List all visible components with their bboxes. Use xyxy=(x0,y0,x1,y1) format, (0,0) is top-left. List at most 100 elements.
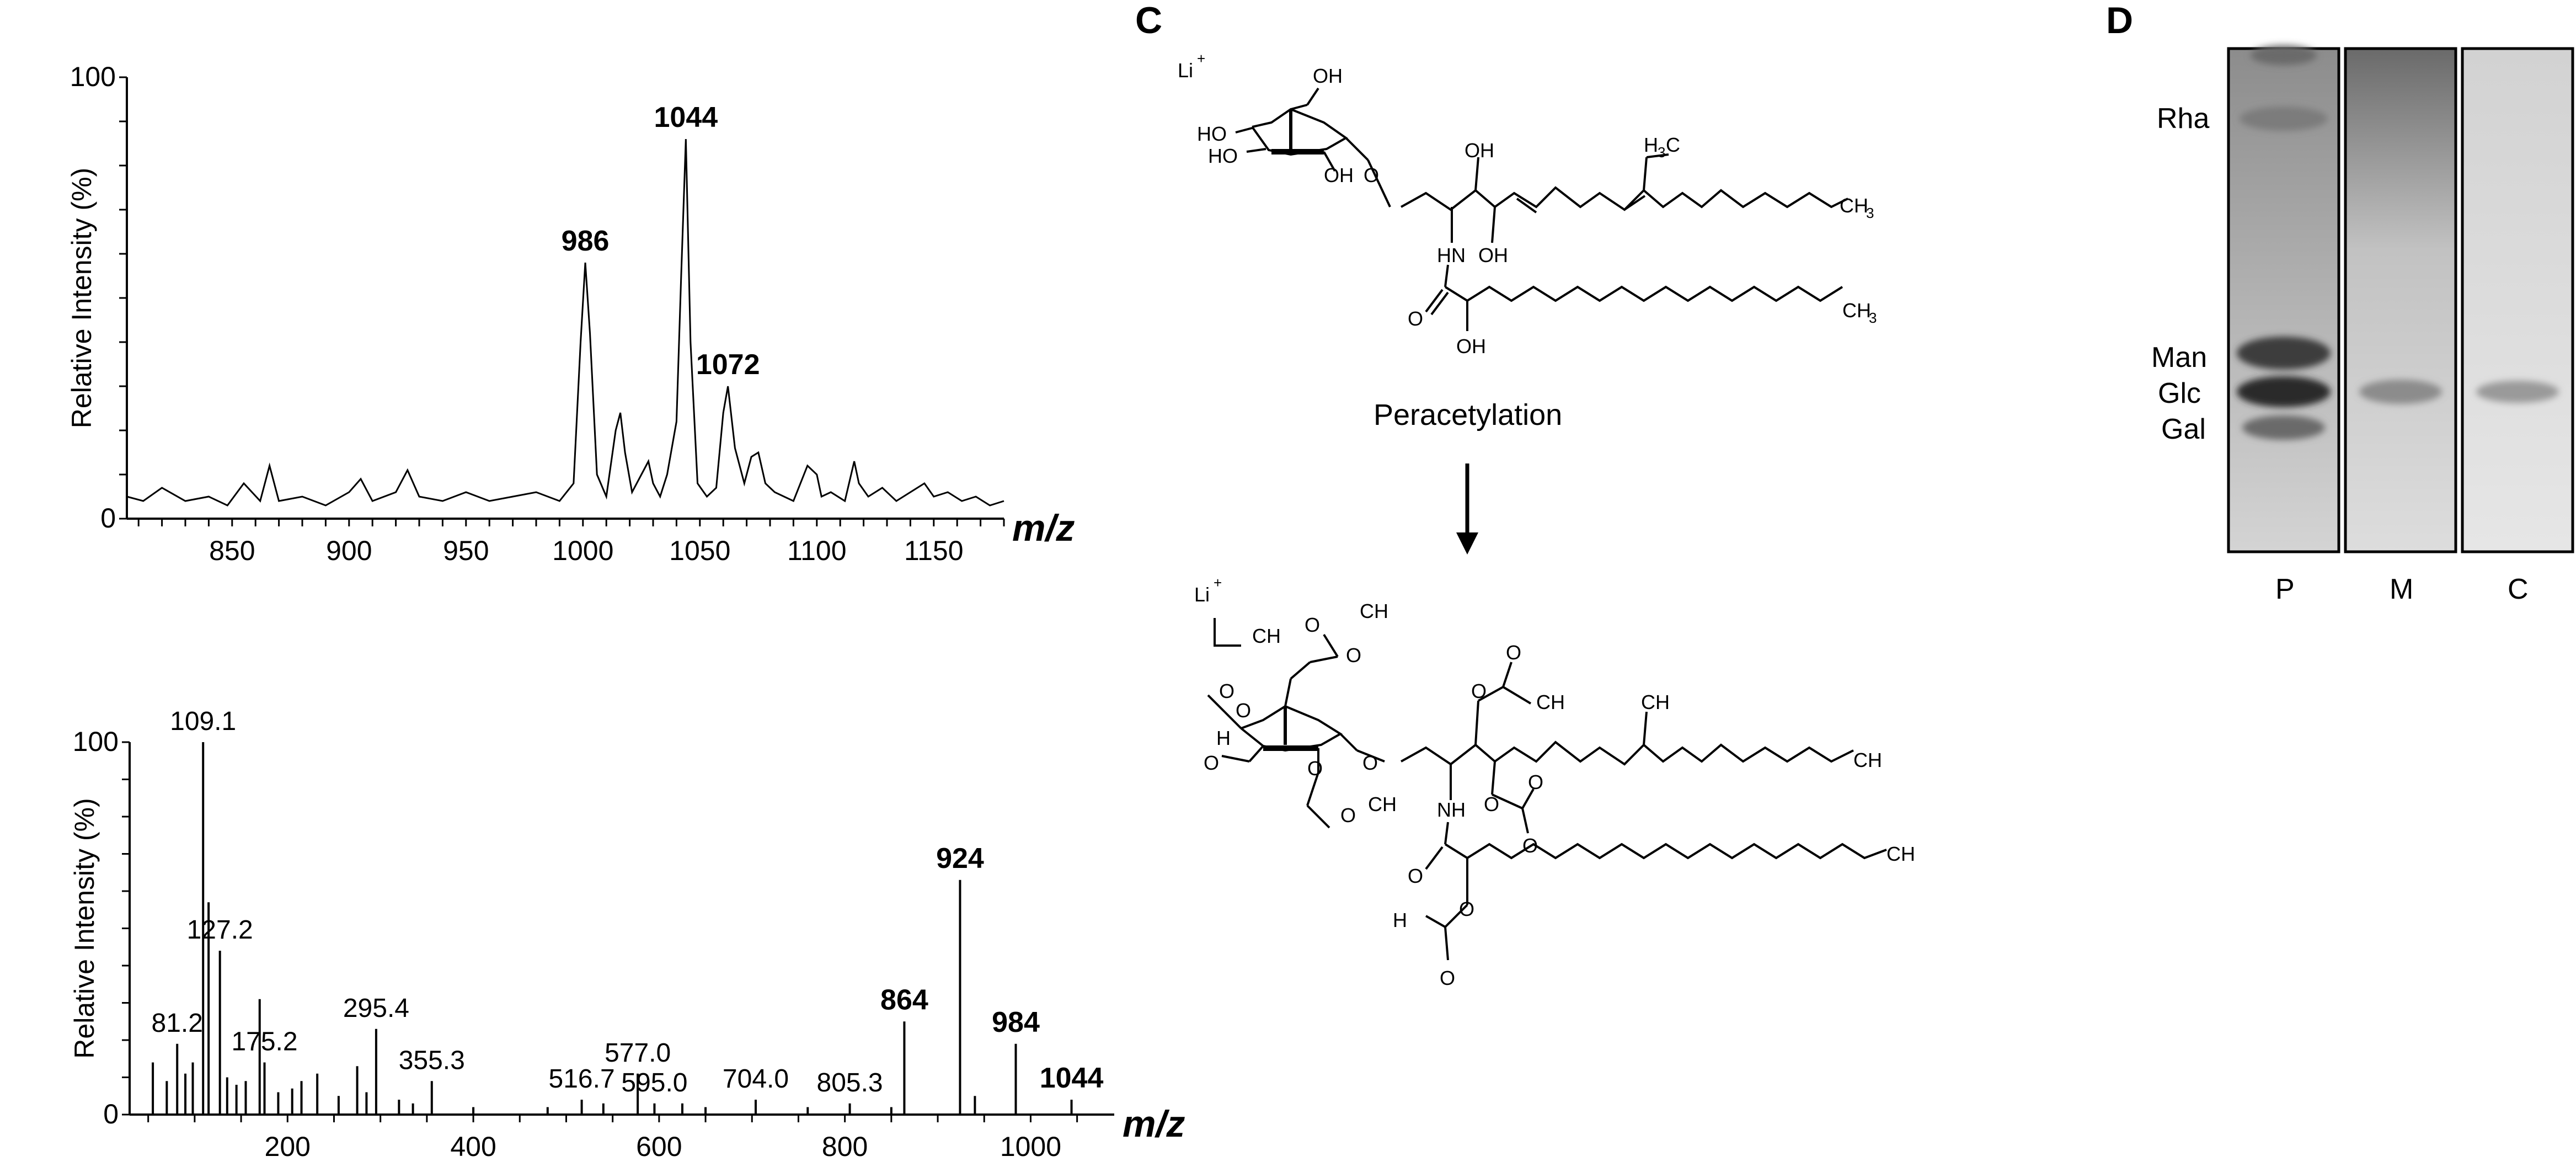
bottom-structure-labels: Li + O O O O O O O NH O O O O O O O O O … xyxy=(1194,574,1915,989)
peak-label: 805.3 xyxy=(817,1068,883,1097)
svg-text:O: O xyxy=(1522,834,1538,857)
svg-text:O: O xyxy=(1236,699,1251,722)
x-tick-label: 1100 xyxy=(787,535,847,566)
y-tick-label: 0 xyxy=(103,1099,119,1129)
svg-text:Li: Li xyxy=(1194,583,1210,606)
peak-label: 1044 xyxy=(654,102,718,134)
svg-text:OH: OH xyxy=(1456,335,1486,358)
tlc-lane-label-c: C xyxy=(2508,573,2529,605)
panel-d-letter: D xyxy=(2106,0,2133,41)
svg-text:O: O xyxy=(1362,752,1378,774)
svg-text:O: O xyxy=(1307,757,1323,780)
peak-label: 984 xyxy=(992,1006,1040,1038)
svg-text:O: O xyxy=(1408,307,1423,330)
peak-label: 516.7 xyxy=(549,1064,615,1094)
peak-label: 924 xyxy=(936,843,984,875)
x-tick-label: 1050 xyxy=(669,535,730,566)
svg-text:OH: OH xyxy=(1465,139,1494,162)
svg-text:CH: CH xyxy=(1368,793,1397,816)
tlc-spots xyxy=(2237,45,2559,440)
svg-text:3: 3 xyxy=(1869,310,1877,326)
x-tick-label: 1150 xyxy=(904,535,964,566)
svg-text:NH: NH xyxy=(1437,798,1466,821)
svg-text:H: H xyxy=(1216,727,1231,749)
x-tick-label: 1000 xyxy=(1000,1131,1061,1162)
svg-text:O: O xyxy=(1484,793,1499,816)
svg-text:3: 3 xyxy=(1658,144,1665,161)
y-tick-label: 100 xyxy=(73,726,119,757)
glucosylceramide-structure xyxy=(1235,87,1848,331)
tlc-lane-label-p: P xyxy=(2275,573,2295,605)
panel-c-structures: C Li + OH HO HO OH O xyxy=(1135,0,1915,989)
svg-text:H: H xyxy=(1393,909,1407,931)
panel-d-tlc: D Rha Man Glc Gal P M C xyxy=(2106,0,2574,605)
y-axis-label: Relative Intensity (%) xyxy=(69,798,100,1058)
peak-label: 127.2 xyxy=(187,915,253,945)
peak-label: 595.0 xyxy=(621,1068,687,1097)
peak-label: 109.1 xyxy=(170,707,236,736)
svg-text:HO: HO xyxy=(1208,145,1238,167)
reaction-arrow xyxy=(1456,463,1478,555)
x-tick-label: 850 xyxy=(209,535,255,566)
svg-text:CH: CH xyxy=(1252,625,1281,647)
svg-text:3: 3 xyxy=(1866,205,1874,221)
peak-label: 864 xyxy=(880,984,928,1016)
reaction-step-label: Peracetylation xyxy=(1373,398,1562,431)
svg-text:O: O xyxy=(1528,771,1543,793)
svg-text:O: O xyxy=(1219,680,1234,702)
tlc-lane-label-m: M xyxy=(2390,573,2413,605)
top-structure-labels: Li + OH HO HO OH O OH OH HN O OH H 3 C C… xyxy=(1178,50,1877,358)
svg-text:O: O xyxy=(1471,680,1487,702)
y-tick-label: 0 xyxy=(100,503,116,534)
peak-label: 1072 xyxy=(696,349,760,381)
svg-text:O: O xyxy=(1364,164,1379,186)
peak-label: 175.2 xyxy=(231,1027,297,1057)
svg-text:HO: HO xyxy=(1197,122,1227,145)
tlc-lane-m xyxy=(2344,47,2457,553)
x-axis-label: m/z xyxy=(1012,507,1075,549)
peak-label: 355.3 xyxy=(399,1046,465,1075)
svg-text:Li: Li xyxy=(1178,59,1193,82)
tlc-label-man: Man xyxy=(2151,342,2207,374)
svg-text:CH: CH xyxy=(1886,843,1915,865)
svg-text:OH: OH xyxy=(1478,244,1508,267)
x-tick-label: 800 xyxy=(822,1131,868,1162)
spectrum-line xyxy=(126,138,1004,507)
svg-text:OH: OH xyxy=(1324,164,1354,186)
y-tick-label: 100 xyxy=(70,61,116,92)
svg-text:O: O xyxy=(1506,641,1521,664)
peak-label: 295.4 xyxy=(343,994,409,1023)
peak-label: 577.0 xyxy=(605,1038,671,1068)
svg-text:H: H xyxy=(1644,134,1658,156)
svg-text:CH: CH xyxy=(1641,691,1670,713)
tlc-label-glc: Glc xyxy=(2158,377,2201,409)
tlc-label-gal: Gal xyxy=(2161,413,2206,445)
panel-c-letter: C xyxy=(1135,0,1162,41)
svg-text:CH: CH xyxy=(1840,194,1868,217)
svg-text:+: + xyxy=(1197,50,1205,67)
svg-text:O: O xyxy=(1346,644,1361,667)
svg-text:+: + xyxy=(1214,574,1222,591)
x-tick-label: 200 xyxy=(265,1131,311,1162)
svg-text:O: O xyxy=(1459,898,1474,920)
svg-text:CH: CH xyxy=(1853,749,1882,771)
x-axis-label: m/z xyxy=(1123,1103,1185,1145)
peracetylated-structure xyxy=(1207,618,1887,961)
svg-text:O: O xyxy=(1440,967,1455,989)
svg-text:O: O xyxy=(1408,865,1423,887)
svg-text:C: C xyxy=(1666,134,1680,156)
tlc-lane-p xyxy=(2227,47,2340,553)
y-axis-label: Relative Intensity (%) xyxy=(66,168,97,428)
x-tick-label: 900 xyxy=(326,535,372,566)
x-tick-label: 600 xyxy=(636,1131,682,1162)
x-tick-label: 1000 xyxy=(552,535,613,566)
svg-text:CH: CH xyxy=(1536,691,1565,713)
svg-text:HN: HN xyxy=(1437,244,1466,267)
tlc-lane-c xyxy=(2461,47,2574,553)
peak-label: 986 xyxy=(562,225,610,257)
tlc-label-rha: Rha xyxy=(2157,103,2209,135)
peak-label: 704.0 xyxy=(723,1064,789,1094)
svg-text:O: O xyxy=(1204,752,1219,774)
